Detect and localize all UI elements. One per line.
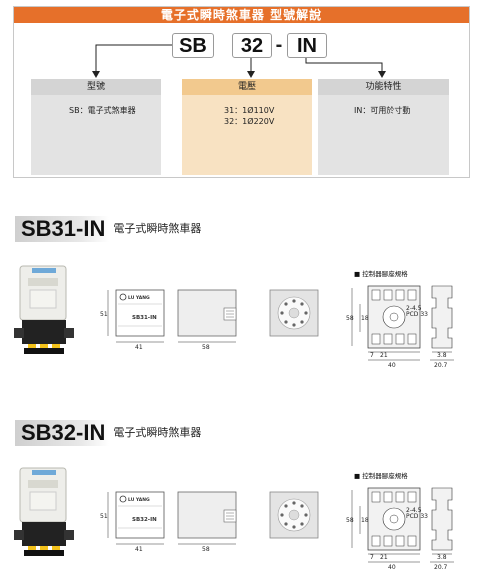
function-line: IN：可用於寸動 — [354, 106, 411, 115]
column-heading-voltage: 電壓 — [182, 79, 312, 95]
product-drawings-sb32: LU YANG SB32-IN 51 41 58 ■ 控制器腳座規格 58 — [0, 464, 480, 574]
dim-width: 41 — [135, 344, 143, 350]
product-drawings-sb31: LU YANG SB31-IN 51 41 58 ■ 控制器腳座規格 58 — [0, 262, 480, 372]
socket-spec-title: ■ 控制器腳座規格 — [354, 472, 408, 480]
column-body-model: SB：電子式煞車器 — [31, 95, 161, 175]
dim-width: 41 — [135, 546, 143, 552]
model-guide-panel: 電子式瞬時煞車器 型號解說 SB 32 - IN 型號 SB：電子式煞車器 電壓… — [13, 6, 470, 178]
front-view-drawing: LU YANG SB32-IN 51 41 — [100, 491, 165, 552]
dim-rail-b: 20.7 — [434, 362, 448, 369]
column-heading-function: 功能特性 — [318, 79, 449, 95]
socket-spec-drawing: 58 18 2-4.5 PCD 33 7 21 40 3.8 20.7 — [346, 487, 454, 571]
code-part-voltage: 32 — [232, 33, 272, 58]
dim-socket-side: 18 — [361, 517, 369, 524]
dim-rail-a: 3.8 — [437, 352, 447, 359]
front-model: SB32-IN — [132, 517, 157, 523]
code-part-function: IN — [287, 33, 327, 58]
dim-rail-a: 3.8 — [437, 554, 447, 561]
side-view-drawing: 58 — [177, 289, 237, 350]
dim-socket-left: 7 — [370, 554, 374, 561]
model-guide-title: 電子式瞬時煞車器 型號解說 — [14, 7, 469, 23]
column-body-function: IN：可用於寸動 — [318, 95, 449, 175]
front-brand: LU YANG — [128, 497, 150, 503]
bottom-view-drawing — [269, 289, 319, 337]
dim-pcd: PCD 33 — [406, 513, 428, 520]
dim-hole: 2-4.5 — [406, 305, 422, 312]
dim-height: 51 — [100, 513, 108, 520]
dim-hole: 2-4.5 — [406, 507, 422, 514]
product-name: 電子式瞬時煞車器 — [113, 222, 202, 235]
dim-socket-inner: 21 — [380, 352, 388, 359]
dim-socket-inner: 21 — [380, 554, 388, 561]
bottom-view-drawing — [269, 491, 319, 539]
column-heading-model: 型號 — [31, 79, 161, 95]
product-code: SB32-IN — [15, 420, 110, 446]
code-separator: - — [275, 34, 283, 56]
voltage-line-32: 32：1Ø220V — [224, 117, 275, 126]
column-body-voltage: 31：1Ø110V 32：1Ø220V — [182, 95, 312, 175]
product-code: SB31-IN — [15, 216, 110, 242]
front-model: SB31-IN — [132, 315, 157, 321]
dim-rail-b: 20.7 — [434, 564, 448, 571]
dim-pcd: PCD 33 — [406, 311, 428, 318]
product-photo — [14, 265, 74, 354]
product-name: 電子式瞬時煞車器 — [113, 426, 202, 439]
dim-depth: 58 — [202, 344, 210, 350]
dim-socket-width: 40 — [388, 564, 396, 571]
dim-socket-height: 58 — [346, 315, 354, 322]
socket-spec-title: ■ 控制器腳座規格 — [354, 270, 408, 278]
model-line: SB：電子式煞車器 — [69, 106, 136, 115]
front-brand: LU YANG — [128, 295, 150, 301]
front-view-drawing: LU YANG SB31-IN 51 41 — [100, 289, 165, 350]
dim-socket-width: 40 — [388, 362, 396, 369]
socket-spec-drawing: 58 18 2-4.5 PCD 33 7 21 40 3.8 20.7 — [346, 285, 454, 369]
dim-depth: 58 — [202, 546, 210, 552]
dim-socket-side: 18 — [361, 315, 369, 322]
dim-socket-left: 7 — [370, 352, 374, 359]
code-connector-arrows — [92, 44, 386, 78]
voltage-line-31: 31：1Ø110V — [224, 106, 275, 115]
product-photo — [14, 467, 74, 556]
dim-socket-height: 58 — [346, 517, 354, 524]
side-view-drawing: 58 — [177, 491, 237, 552]
code-part-series: SB — [172, 33, 214, 58]
dim-height: 51 — [100, 311, 108, 318]
